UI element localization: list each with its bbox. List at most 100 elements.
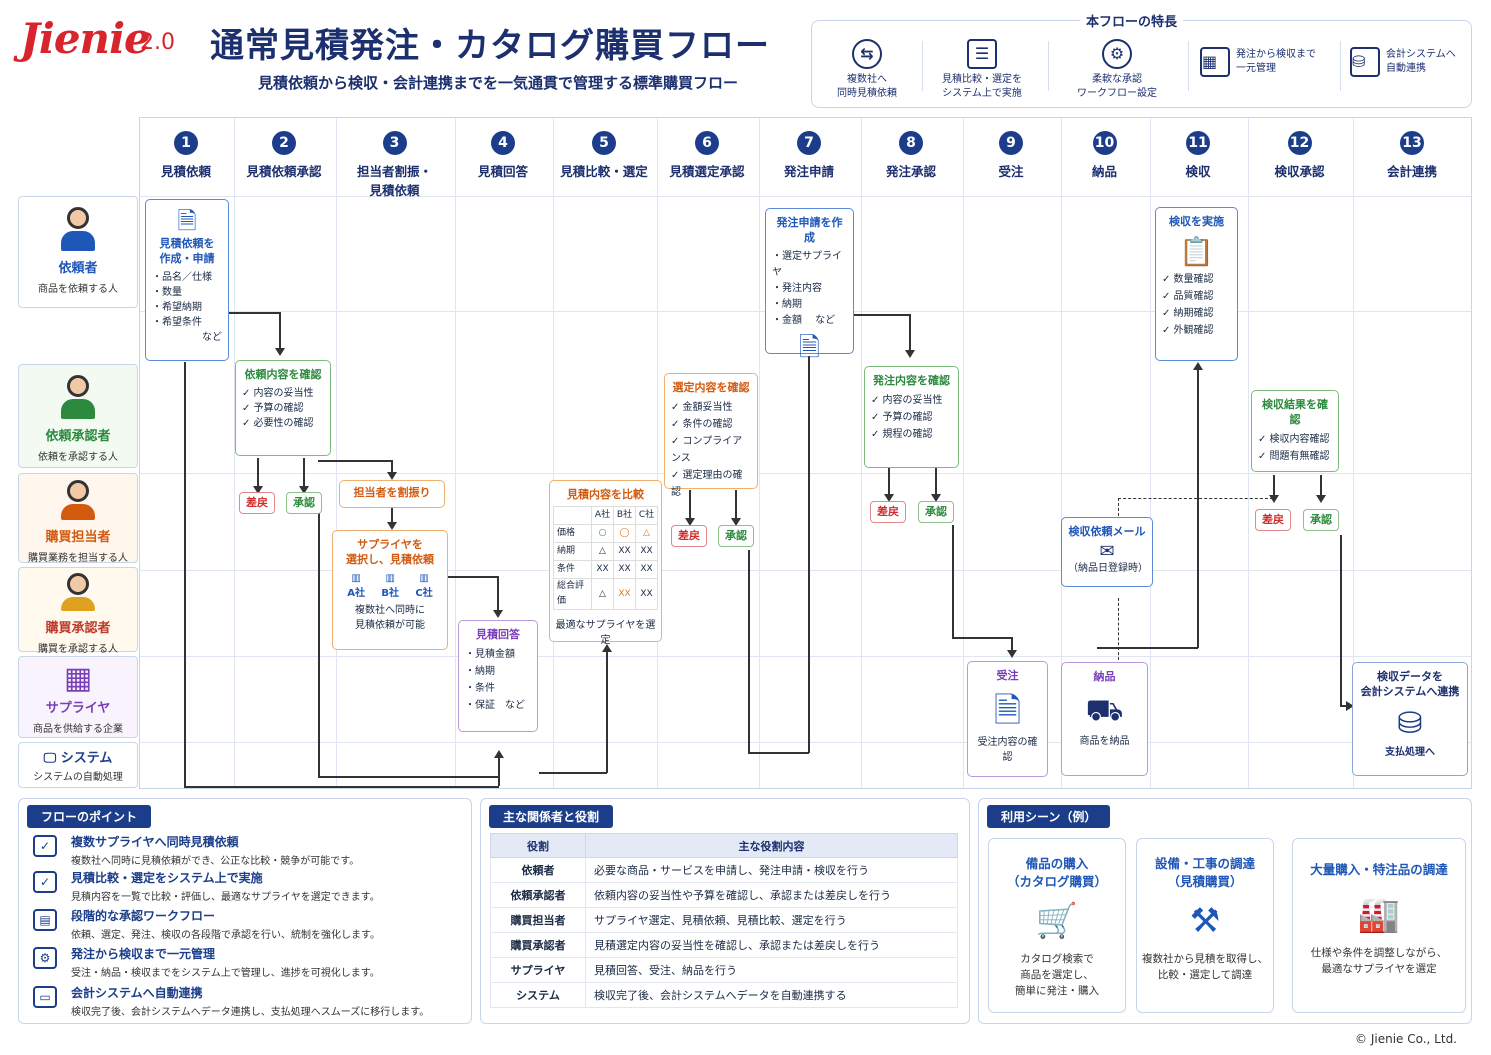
supplier-companies: ▥A社 ▥B社 ▥C社 xyxy=(339,571,441,601)
manage-gear-icon: ⚙ xyxy=(33,947,57,969)
lane-request-approver: 依頼承認者依頼を承認する人 xyxy=(18,364,138,468)
card-create-order[interactable]: 発注申請を作成 ・選定サプライヤ・発注内容・納期・金額 など 🗎 xyxy=(765,208,854,363)
scenes-panel: 利用シーン（例） xyxy=(978,798,1472,1024)
card-assign-purchaser[interactable]: 担当者を割振り xyxy=(339,480,445,508)
compare-icon: ☰ xyxy=(967,39,997,69)
card-perform-inspection[interactable]: 検収を実施 📋 ✓ 数量確認✓ 品質確認✓ 納期確認✓ 外観確認 xyxy=(1155,207,1238,361)
logo: Jienie xyxy=(20,14,151,63)
checklist-icon: ✓ xyxy=(33,835,57,857)
table-row: サプライヤ見積回答、受注、納品を行う xyxy=(490,957,958,983)
table-row: 依頼承認者依頼内容の妥当性や予算を確認し、承認または差戻しを行う xyxy=(490,882,958,908)
lane-supplier: ▦ サプライヤ商品を供給する企業 xyxy=(18,656,138,738)
accounting-icon: ⛁ xyxy=(1350,47,1380,77)
building-icon: ▦ xyxy=(63,661,93,696)
card-quote-answer[interactable]: 見積回答 ・見積金額・納期・条件・保証 など xyxy=(458,620,538,732)
flow-grid xyxy=(139,117,1472,789)
copyright: © Jienie Co., Ltd. xyxy=(1355,1032,1457,1046)
cart-icon: 🛒 xyxy=(1035,901,1079,941)
reject-button-12[interactable]: 差戻 xyxy=(1255,509,1291,531)
point-5: ▭会計システムへ自動連携検収完了後、会計システムへデータ連携し、支払処理へスムー… xyxy=(33,984,473,1018)
scene-equipment: 設備・工事の調達（見積購買） ⚒ 複数社から見積を取得し、比較・選定して調達 xyxy=(1136,838,1274,1013)
reject-button-2[interactable]: 差戻 xyxy=(239,492,275,514)
compare-check-icon: ✓ xyxy=(33,871,57,893)
card-create-request[interactable]: 🗎 見積依頼を作成・申請 ・品名／仕様・数量・希望納期・希望条件 など xyxy=(145,199,229,361)
company-b-icon: ▥B社 xyxy=(381,573,399,599)
lane-system: 🖵 システムシステムの自動処理 xyxy=(18,742,138,788)
manage-icon: ▦ xyxy=(1200,47,1230,77)
monitor-icon: 🖵 xyxy=(43,751,57,766)
card-confirm-inspection[interactable]: 検収結果を確認 ✓ 検収内容確認✓ 問題有無確認 xyxy=(1251,390,1339,472)
database-icon: ⛁ xyxy=(1397,706,1423,741)
logo-version: 2.0 xyxy=(140,30,175,55)
factory-icon: 🏭 xyxy=(1357,895,1401,935)
card-confirm-order[interactable]: 発注内容を確認 ✓ 内容の妥当性✓ 予算の確認✓ 規程の確認 xyxy=(864,366,959,468)
card-accounting-link[interactable]: 検収データを会計システムへ連携 ⛁ 支払処理へ xyxy=(1352,662,1468,776)
card-delivery[interactable]: 納品 ⛟ 商品を納品 xyxy=(1061,662,1148,776)
feature-workflow: ⚙ 柔軟な承認ワークフロー設定 xyxy=(1062,39,1172,101)
flow-points-panel: フローのポイント ✓複数サプライヤへ同時見積依頼複数社へ同時に見積依頼ができ、公… xyxy=(18,798,472,1024)
point-2: ✓見積比較・選定をシステム上で実施見積内容を一覧で比較・評価し、最適なサプライヤ… xyxy=(33,869,473,903)
lane-purchase-approver: 購買承認者購買を承認する人 xyxy=(18,567,138,655)
card-receive-order[interactable]: 受注 🗎 受注内容の確認 xyxy=(967,661,1048,777)
computer-icon: ▭ xyxy=(33,986,57,1008)
roles-panel: 主な関係者と役割 xyxy=(480,798,970,1024)
lane-purchaser: 購買担当者購買業務を担当する人 xyxy=(18,473,138,564)
purchase-approver-avatar-icon xyxy=(61,573,95,613)
point-4: ⚙発注から検収まで一元管理受注・納品・検収までをシステム上で管理し、進捗を可視化… xyxy=(33,945,473,979)
approver-avatar-icon xyxy=(61,375,95,421)
approve-button-8[interactable]: 承認 xyxy=(918,501,954,523)
card-select-supplier[interactable]: サプライヤを選択し、見積依頼 ▥A社 ▥B社 ▥C社 複数社へ同時に見積依頼が可… xyxy=(332,530,448,650)
features-box: ⇆ 複数社へ同時見積依頼 ☰ 見積比較・選定をシステム上で実施 ⚙ 柔軟な承認ワ… xyxy=(811,20,1472,108)
mail-icon: ✉ xyxy=(1099,541,1115,562)
order-document-icon: 🗎 xyxy=(799,333,820,363)
table-row: 購買承認者見積選定内容の妥当性を確認し、承認または差戻しを行う xyxy=(490,932,958,958)
requester-avatar-icon xyxy=(61,207,95,253)
page-subtitle: 見積依頼から検収・会計連携までを一気通貫で管理する標準購買フロー xyxy=(258,74,739,92)
multi-quote-icon: ⇆ xyxy=(852,39,882,69)
roles-title: 主な関係者と役割 xyxy=(489,805,614,828)
point-3: ▤段階的な承認ワークフロー依頼、選定、発注、検収の各段階で承認を行い、統制を強化… xyxy=(33,907,473,941)
card-confirm-request[interactable]: 依頼内容を確認 ✓ 内容の妥当性✓ 予算の確認✓ 必要性の確認 xyxy=(235,360,331,456)
scene-catalog: 備品の購入（カタログ購買） 🛒 カタログ検索で商品を選定し、簡単に発注・購入 xyxy=(988,838,1126,1013)
approve-button-6[interactable]: 承認 xyxy=(718,525,754,547)
lane-requester: 依頼者商品を依頼する人 xyxy=(18,196,138,308)
roles-table: 役割主な役割内容 依頼者必要な商品・サービスを申請し、発注申請・検収を行う 依頼… xyxy=(490,833,958,1008)
scene-bulk: 大量購入・特注品の調達 🏭 仕様や条件を調整しながら、最適なサプライヤを選定 xyxy=(1292,838,1466,1013)
approve-button-12[interactable]: 承認 xyxy=(1303,509,1339,531)
reject-button-8[interactable]: 差戻 xyxy=(870,501,906,523)
table-row: 依頼者必要な商品・サービスを申請し、発注申請・検収を行う xyxy=(490,857,958,883)
workflow-steps-icon: ▤ xyxy=(33,909,57,931)
features-title: 本フローの特長 xyxy=(1080,11,1184,30)
table-row: システム検収完了後、会計システムへデータを自動連携する xyxy=(490,982,958,1008)
truck-icon: ⛟ xyxy=(1085,693,1124,728)
document-check-icon: 🗎 xyxy=(993,691,1022,731)
workflow-icon: ⚙ xyxy=(1102,39,1132,69)
flow-points-title: フローのポイント xyxy=(27,805,152,828)
document-icon: 🗎 xyxy=(177,207,197,235)
card-confirm-selection[interactable]: 選定内容を確認 ✓ 金額妥当性✓ 条件の確認✓ コンプライアンス✓ 選定理由の確… xyxy=(664,373,758,498)
reject-button-6[interactable]: 差戻 xyxy=(671,525,707,547)
feature-compare: ☰ 見積比較・選定をシステム上で実施 xyxy=(932,39,1032,101)
feature-manage: ▦ 発注から検収まで一元管理 xyxy=(1200,47,1332,77)
approve-button-2[interactable]: 承認 xyxy=(286,492,322,514)
company-a-icon: ▥A社 xyxy=(347,573,365,599)
card-inspection-mail[interactable]: 検収依頼メール ✉ （納品日登録時） xyxy=(1061,517,1153,587)
purchaser-avatar-icon xyxy=(61,480,95,522)
company-c-icon: ▥C社 xyxy=(415,573,433,599)
feature-multi-quote: ⇆ 複数社へ同時見積依頼 xyxy=(826,39,908,101)
page-title: 通常見積発注・カタログ購買フロー xyxy=(210,26,770,66)
